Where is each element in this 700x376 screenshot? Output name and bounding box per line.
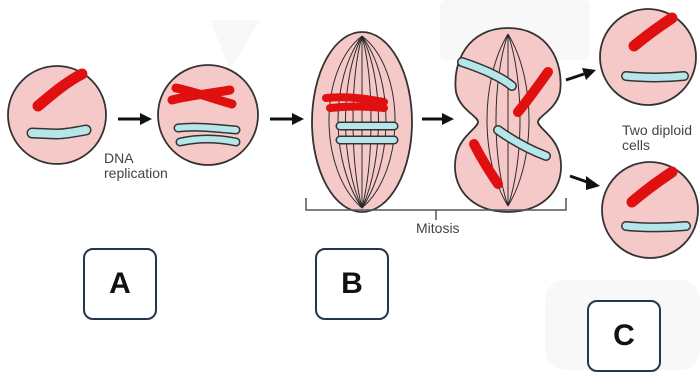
daughter-cell-top	[600, 9, 696, 105]
replication-label: replication	[104, 166, 168, 181]
label-box-a: A	[83, 248, 157, 320]
metaphase-cell	[312, 32, 412, 212]
arrow-down	[570, 176, 600, 190]
dna-label: DNA	[104, 151, 134, 166]
cells-label: cells	[622, 138, 650, 153]
arrow-3	[422, 113, 454, 125]
label-box-b: B	[315, 248, 389, 320]
two-diploid-label: Two diploid	[622, 123, 692, 138]
replicated-cell	[158, 65, 258, 165]
anaphase-cell	[455, 28, 561, 212]
arrow-up	[566, 68, 596, 80]
arrow-2	[270, 113, 304, 125]
label-box-c: C	[587, 300, 661, 372]
mitosis-label: Mitosis	[416, 221, 460, 236]
daughter-cell-bottom	[602, 162, 698, 258]
arrow-1	[118, 113, 152, 125]
parent-cell	[8, 66, 106, 164]
